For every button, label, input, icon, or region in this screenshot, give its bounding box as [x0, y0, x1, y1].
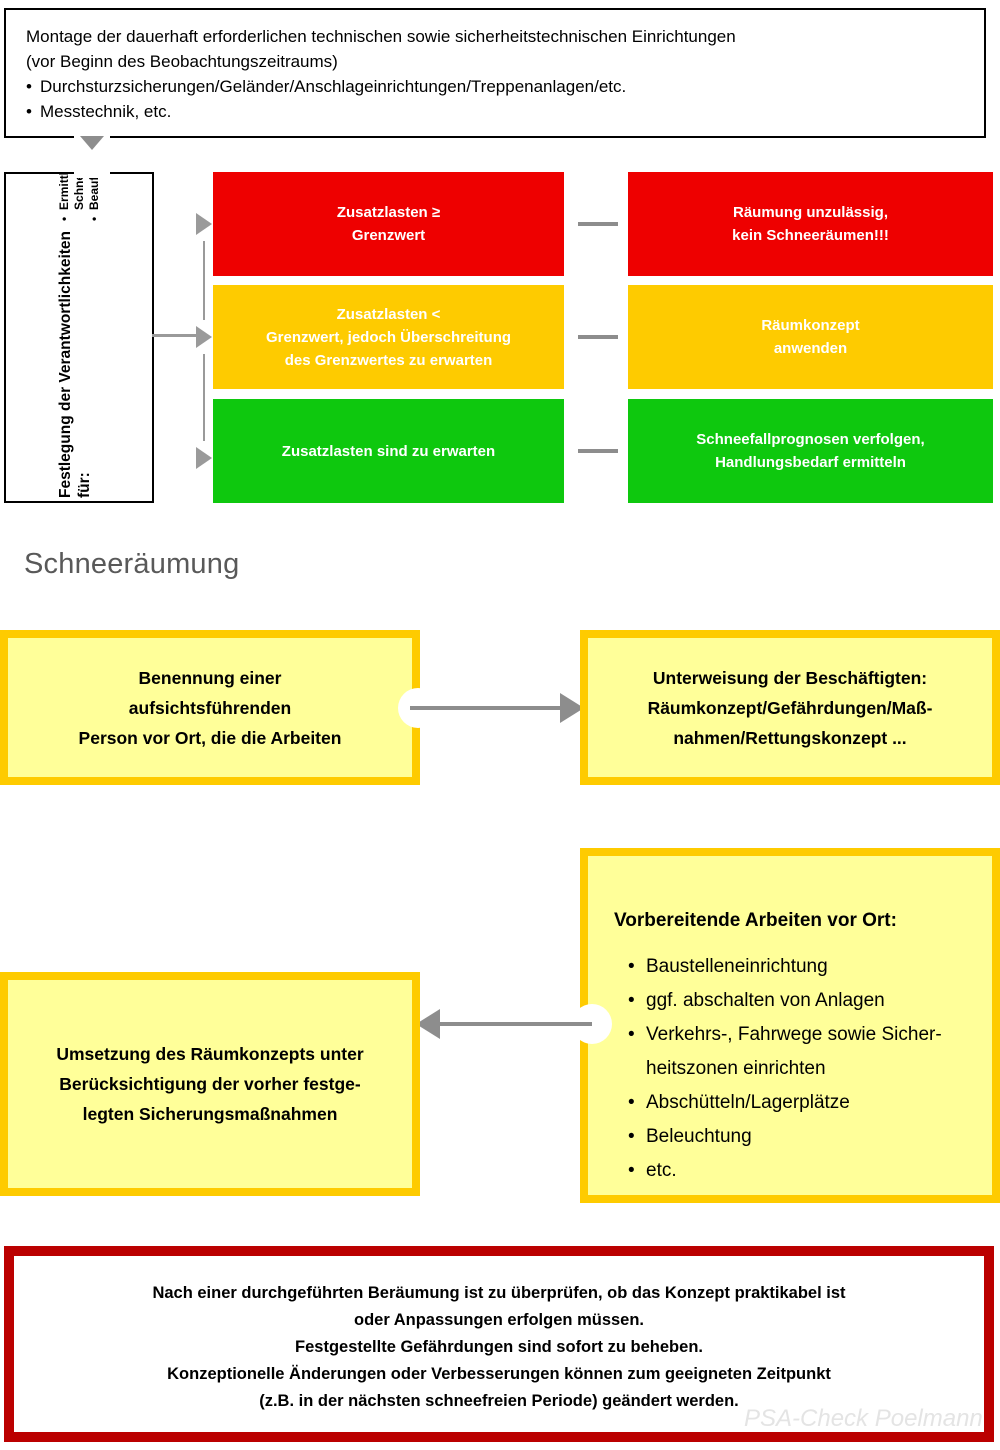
unterweisung-line-1: Unterweisung der Beschäftigten:: [652, 667, 928, 688]
list-item: • Baustelleneinrichtung: [628, 950, 942, 984]
bullet-glyph-icon: •: [628, 1092, 635, 1113]
top-note-bullet-2: • Messtechnik, etc.: [26, 99, 964, 124]
connector-dash-amber: [578, 335, 618, 339]
responsibilities-rotated-content: Festlegung der Verantwortlichkeiten für:…: [56, 174, 102, 498]
arrow-right-icon-amber: [196, 326, 212, 348]
action-bar-red: Räumung unzulässig, kein Schneeräumen!!!: [628, 172, 993, 276]
action-amber-line-2: anwenden: [773, 340, 848, 357]
condition-amber-line-3: des Grenzwertes zu erwarten: [284, 351, 493, 369]
condition-red-line-1: Zusatzlasten ≥: [336, 204, 441, 221]
process-box-benennung: Benennung einer aufsichtsführenden Perso…: [0, 630, 420, 785]
bullet-glyph-icon: •: [628, 990, 635, 1011]
list-item: • Ermittlung und Überwachung der: [57, 174, 72, 221]
bottom-note-line-5: (z.B. in der nächsten schneefreien Perio…: [259, 1392, 739, 1410]
umsetzung-line-1: Umsetzung des Räumkonzepts unter: [56, 1044, 364, 1064]
vorbereitend-item-6: etc.: [646, 1160, 677, 1181]
condition-red-line-2: Grenzwert: [351, 227, 426, 244]
umsetzung-line-2: Berücksichtigung der vorher festge-: [59, 1074, 361, 1094]
responsibilities-title: Festlegung der Verantwortlichkeiten für:: [56, 230, 94, 497]
process-box-unterweisung: Unterweisung der Beschäftigten: Räumkonz…: [580, 630, 1000, 785]
vorbereitend-item-3-line-2: heitszonen einrichten: [646, 1058, 826, 1079]
bottom-note-line-4: Konzeptionelle Änderungen oder Verbesser…: [167, 1365, 831, 1383]
top-note-box: Montage der dauerhaft erforderlichen tec…: [4, 8, 986, 138]
responsibilities-title-line-2: für:: [76, 471, 93, 498]
bottom-note-line-3: Festgestellte Gefährdungen sind sofort z…: [295, 1338, 703, 1356]
responsibilities-bullet-list: • Ermittlung und Überwachung der Schneela…: [56, 174, 102, 221]
action-red-line-1: Räumung unzulässig,: [732, 204, 888, 221]
condition-bar-red: Zusatzlasten ≥ Grenzwert: [213, 172, 564, 276]
top-note-line-1: Montage der dauerhaft erforderlichen tec…: [26, 27, 736, 46]
condition-green-line-1: Zusatzlasten sind zu erwarten: [281, 442, 496, 460]
process-box-umsetzung: Umsetzung des Räumkonzepts unter Berücks…: [0, 972, 420, 1196]
bullet-glyph-icon: •: [628, 1024, 635, 1045]
vorbereitend-item-5: Beleuchtung: [646, 1126, 752, 1147]
arrow-left-icon-2: [416, 1009, 440, 1039]
list-item: • etc.: [628, 1154, 942, 1188]
vorbereitend-list: • Baustelleneinrichtung • ggf. abschalte…: [614, 950, 942, 1188]
bullet-glyph-icon: •: [57, 216, 71, 221]
arrow-right-icon-green: [196, 447, 212, 469]
bottom-note-line-2: oder Anpassungen erfolgen müssen.: [353, 1311, 645, 1329]
top-note-line-2: (vor Beginn des Beobachtungszeitraums): [26, 52, 338, 71]
action-green-line-1: Schneefallprognosen verfolgen,: [696, 431, 925, 448]
top-note-bullet-1: • Durchsturzsicherungen/Geländer/Anschlag…: [26, 74, 964, 99]
arrow-line-1: [410, 706, 570, 710]
action-bar-amber: Räumkonzept anwenden: [628, 285, 993, 389]
connector-dash-green: [578, 449, 618, 453]
vorbereitend-item-4: Abschütteln/Lagerplätze: [646, 1092, 850, 1113]
benennung-line-1: Benennung einer: [138, 667, 282, 688]
watermark: PSA-Check Poelmann: [744, 1405, 983, 1432]
arrow-right-icon-red: [196, 213, 212, 235]
umsetzung-line-3: legten Sicherungsmaßnahmen: [82, 1104, 338, 1124]
vorbereitend-item-2: ggf. abschalten von Anlagen: [646, 990, 885, 1011]
responsibilities-arrow-notch: [74, 168, 110, 178]
condition-amber-line-2: Grenzwert, jedoch Überschreitung: [265, 328, 512, 346]
list-item: • ggf. abschalten von Anlagen: [628, 984, 942, 1018]
responsibilities-box: Festlegung der Verantwortlichkeiten für:…: [4, 172, 154, 503]
vorbereitend-item-1: Baustelleneinrichtung: [646, 956, 828, 977]
condition-bar-amber: Zusatzlasten < Grenzwert, jedoch Übersch…: [213, 285, 564, 389]
condition-bar-green: Zusatzlasten sind zu erwarten: [213, 399, 564, 503]
action-red-line-2: kein Schneeräumen!!!: [732, 227, 889, 244]
unterweisung-line-3: nahmen/Rettungskonzept ...: [673, 727, 907, 748]
list-item-continuation: Schneelasten: [72, 174, 87, 220]
condition-amber-line-1: Zusatzlasten <: [336, 305, 441, 323]
vorbereitend-item-3-line-1: Verkehrs-, Fahrwege sowie Sicher-: [646, 1024, 942, 1045]
unterweisung-line-2: Räumkonzept/Gefährdungen/Maß-: [647, 697, 933, 718]
responsibilities-bullet-1-line-1: Ermittlung und Überwachung der: [57, 174, 71, 209]
connector-dash-red: [578, 222, 618, 226]
action-bar-green: Schneefallprognosen verfolgen, Handlungs…: [628, 399, 993, 503]
process-box-vorbereitende-arbeiten: Vorbereitende Arbeiten vor Ort: • Bauste…: [580, 848, 1000, 1203]
list-item: • Abschütteln/Lagerplätze: [628, 1086, 942, 1120]
vorbereitend-title: Vorbereitende Arbeiten vor Ort:: [614, 910, 897, 931]
benennung-line-2: aufsichtsführenden: [128, 697, 292, 718]
action-green-line-2: Handlungsbedarf ermitteln: [715, 454, 906, 471]
benennung-line-3: Person vor Ort, die die Arbeiten: [78, 727, 342, 748]
arrow-line-2: [440, 1022, 592, 1026]
action-amber-line-1: Räumkonzept: [761, 317, 860, 334]
page-title: Schneeräumung: [24, 548, 240, 580]
arrow-down-icon: [80, 136, 104, 150]
list-item: • Beleuchtung: [628, 1120, 942, 1154]
branch-feed-line: [152, 334, 204, 337]
bullet-glyph-icon: •: [87, 216, 101, 221]
bullet-glyph-icon: •: [26, 102, 32, 121]
bullet-glyph-icon: •: [628, 1160, 635, 1181]
list-item: • Verkehrs-, Fahrwege sowie Sicher- heit…: [628, 1018, 942, 1086]
bullet-glyph-icon: •: [26, 77, 32, 96]
bottom-note-line-1: Nach einer durchgeführten Beräumung ist …: [152, 1284, 846, 1302]
top-note-bullet-2-text: Messtechnik, etc.: [40, 102, 172, 121]
bottom-note-box: Nach einer durchgeführten Beräumung ist …: [4, 1246, 994, 1442]
top-note-bullet-1-text: Durchsturzsicherungen/Geländer/Anschlage…: [40, 77, 627, 96]
bullet-glyph-icon: •: [628, 956, 635, 977]
list-item: •Beauftragung der Räumung: [87, 174, 102, 221]
vorbereitend-item-3: Verkehrs-, Fahrwege sowie Sicher- heitsz…: [646, 1018, 942, 1086]
bullet-glyph-icon: •: [628, 1126, 635, 1147]
responsibilities-title-line-1: Festlegung der Verantwortlichkeiten: [57, 230, 74, 498]
